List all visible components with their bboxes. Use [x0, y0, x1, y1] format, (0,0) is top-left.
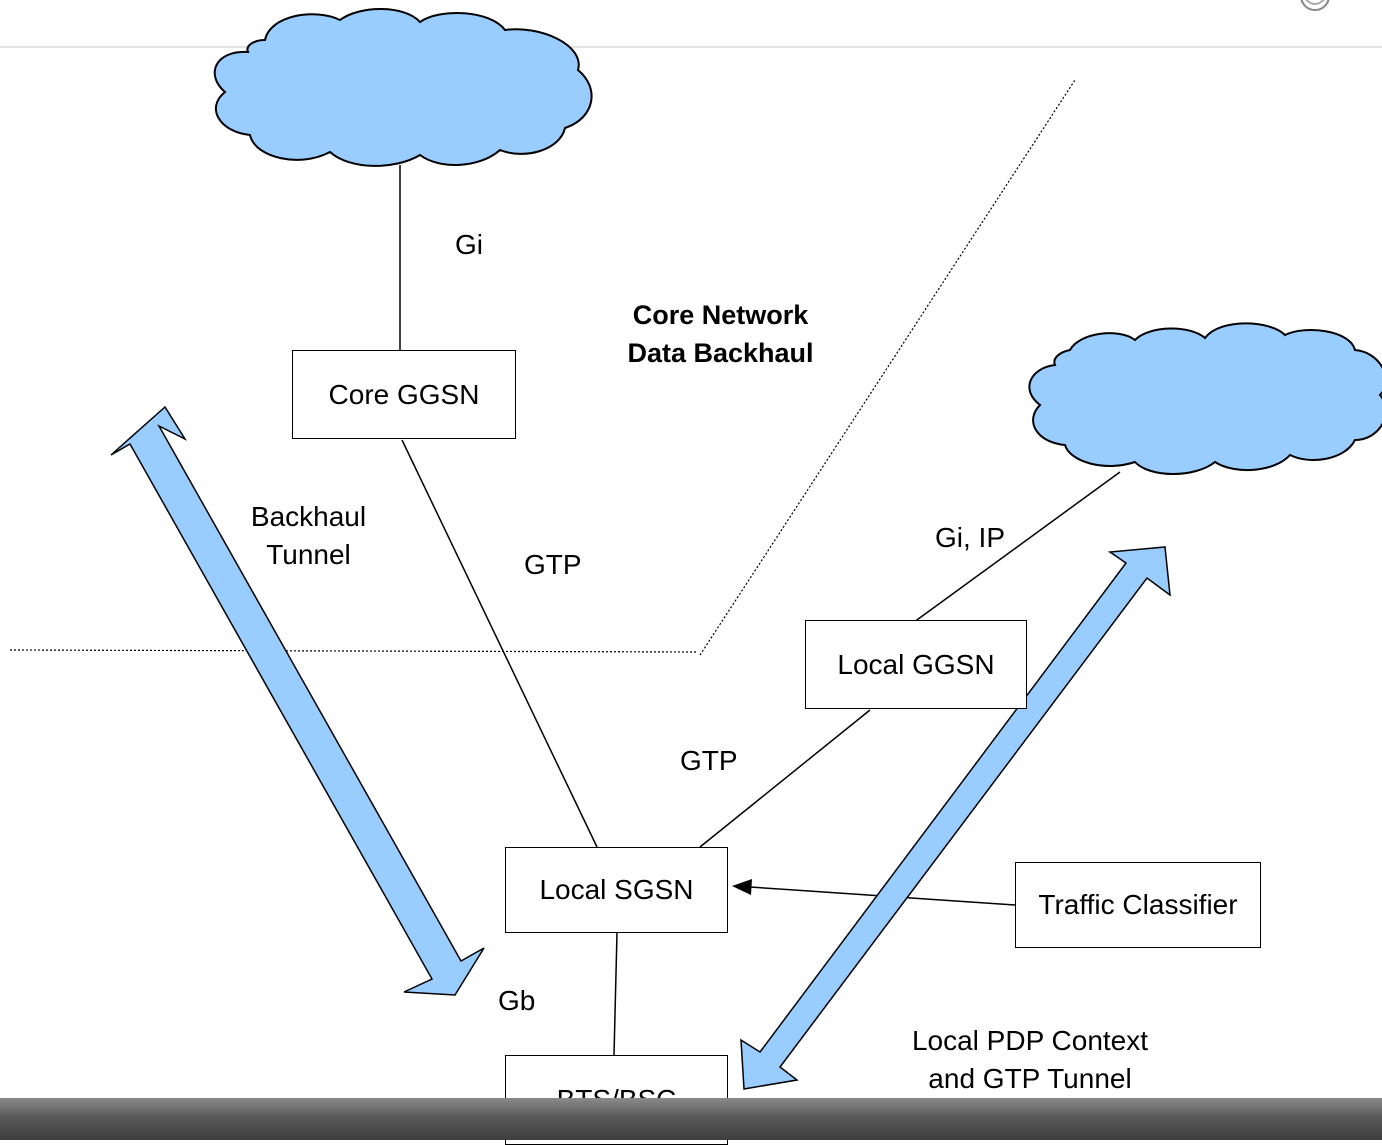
core-network-line2: Data Backhaul — [627, 338, 814, 368]
backhaul-line2: Tunnel — [266, 539, 351, 570]
footer-bar — [0, 1098, 1382, 1140]
core-network-label: Core Network Data Backhaul — [598, 296, 843, 372]
local-ggsn-node: Local GGSN — [805, 620, 1027, 709]
backhaul-tunnel-label: Backhaul Tunnel — [236, 498, 381, 574]
boundary-diagonal-line — [699, 79, 1076, 656]
backhaul-tunnel-arrow-icon — [110, 405, 485, 996]
boundary-horizontal-line — [9, 649, 698, 653]
logo-icon — [1300, 0, 1330, 11]
gtp-core-link — [401, 439, 598, 848]
header-rule — [0, 46, 1382, 48]
backhaul-line1: Backhaul — [250, 501, 367, 532]
local-pdp-label: Local PDP Context and GTP Tunnel — [885, 1022, 1175, 1098]
local-pdp-line2: and GTP Tunnel — [928, 1063, 1132, 1094]
local-cloud-icon — [1028, 322, 1382, 475]
core-ggsn-node: Core GGSN — [292, 350, 516, 439]
gtp-local-label: GTP — [680, 745, 738, 776]
gi-ip-link — [909, 471, 1121, 626]
gi-top-label: Gi — [455, 229, 483, 260]
core-cloud-icon — [213, 8, 593, 167]
gi-ip-label: Gi, IP — [935, 522, 1006, 553]
gtp-core-label: GTP — [524, 549, 582, 580]
local-sgsn-node: Local SGSN — [505, 847, 728, 933]
gb-label: Gb — [498, 985, 536, 1016]
gtp-local-link — [699, 709, 871, 848]
traffic-classifier-node: Traffic Classifier — [1015, 862, 1261, 948]
local-pdp-line1: Local PDP Context — [911, 1025, 1149, 1056]
core-network-line1: Core Network — [632, 300, 809, 330]
gb-link — [613, 932, 618, 1056]
local-pdp-arrow-icon — [740, 546, 1171, 1090]
classifier-arrowhead-icon — [732, 879, 752, 895]
